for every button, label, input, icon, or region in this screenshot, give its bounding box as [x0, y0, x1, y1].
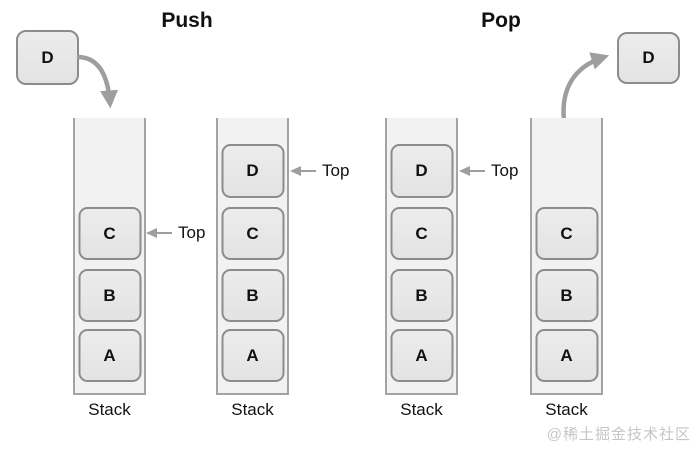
push-curved-arrow [76, 54, 119, 109]
pop-curved-arrow [561, 52, 610, 123]
top-pointer-label: Top [178, 223, 206, 242]
push-section-title: Push [161, 9, 213, 32]
stack-caption: Stack [400, 400, 443, 419]
stack-caption: Stack [88, 400, 131, 419]
stack-item-node: B [221, 269, 284, 322]
top-pointer-push-before: Top [146, 222, 205, 244]
stack-item-node: C [535, 207, 598, 260]
top-pointer-push-after: Top [290, 160, 349, 182]
top-pointer-pop-before: Top [459, 160, 518, 182]
stack-caption: Stack [545, 400, 588, 419]
left-arrow-icon [290, 166, 316, 176]
pop-section-title: Pop [481, 9, 521, 32]
stack-item-node: D [221, 144, 284, 198]
stack-item-node: A [221, 329, 284, 382]
top-pointer-label: Top [322, 161, 350, 180]
stack-container-pop-after: C B A [530, 118, 603, 395]
stack-item-node: B [390, 269, 453, 322]
stack-item-node: A [78, 329, 141, 382]
left-arrow-icon [459, 166, 485, 176]
stack-item-node: B [535, 269, 598, 322]
stack-container-push-after: D C B A [216, 118, 289, 395]
pop-outgoing-node: D [617, 32, 680, 84]
stack-caption: Stack [231, 400, 274, 419]
push-incoming-node: D [16, 30, 79, 85]
watermark-text: @稀土掘金技术社区 [546, 426, 691, 443]
stack-container-pop-before: D C B A [385, 118, 458, 395]
top-pointer-label: Top [491, 161, 519, 180]
stack-item-node: C [390, 207, 453, 260]
stack-item-node: A [535, 329, 598, 382]
left-arrow-icon [146, 228, 172, 238]
stack-item-node: A [390, 329, 453, 382]
stack-item-node: C [221, 207, 284, 260]
stack-item-node: B [78, 269, 141, 322]
stack-item-node: C [78, 207, 141, 260]
stack-container-push-before: C B A [73, 118, 146, 395]
stack-item-node: D [390, 144, 453, 198]
